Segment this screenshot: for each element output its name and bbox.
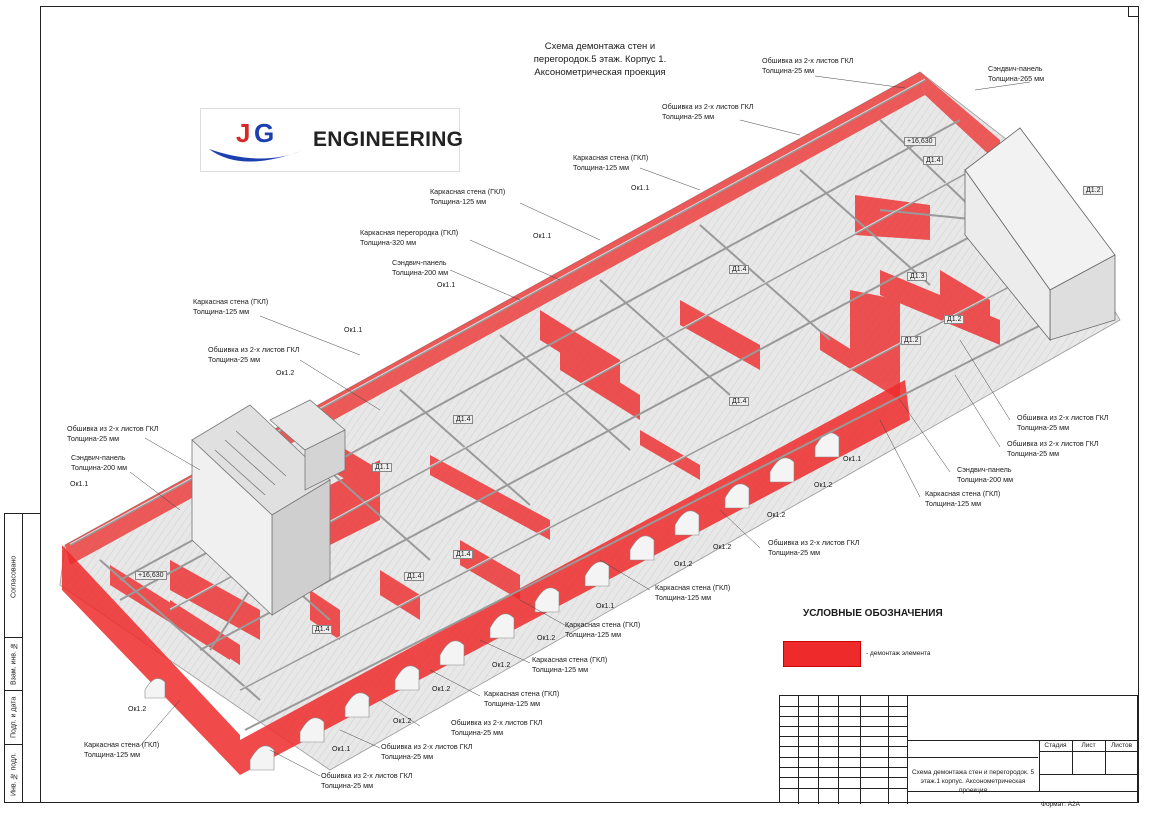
elevation-mark: +16,630 — [135, 571, 167, 580]
approval-sidebar: Согласовано Взам. инв. № Подп. и дата Ин… — [4, 513, 41, 803]
callout-6: Каркасная перегородка (ГКЛ)Толщина-320 м… — [360, 228, 459, 247]
tag-ok11: Ок1.1 — [70, 481, 89, 488]
elevation-mark: +16,630 — [904, 137, 936, 146]
title-line-1: Схема демонтажа стен и — [544, 41, 656, 52]
title-line-2: перегородок.5 этаж. Корпус 1. — [533, 54, 667, 65]
tag-d14: Д1.4 — [453, 550, 474, 559]
callout-5: Каркасная стена (ГКЛ)Толщина-125 мм — [430, 187, 506, 206]
tag-ok11: Ок1.1 — [843, 456, 862, 463]
logo-text: ENGINEERING — [313, 128, 464, 151]
logo-letter-j: J — [236, 118, 250, 148]
tag-ok12: Ок1.2 — [276, 370, 295, 377]
tag-ok12: Ок1.2 — [393, 718, 412, 725]
callout-24: Каркасная стена (ГКЛ)Толщина-125 мм — [84, 740, 160, 759]
tag-d14: Д1.4 — [312, 625, 333, 634]
stamp-stage-label: Стадия — [1044, 742, 1067, 749]
stair-core — [191, 399, 346, 616]
stamp-description: Схема демонтажа стен и перегородок. 5 эт… — [911, 769, 1035, 794]
callout-18: Каркасная стена (ГКЛ)Толщина-125 мм — [565, 620, 641, 639]
tag-ok11: Ок1.1 — [631, 185, 650, 192]
tag-d11: Д1.1 — [372, 463, 393, 472]
logo-letter-g: G — [254, 118, 274, 148]
tag-d13: Д1.3 — [907, 272, 928, 281]
drawing-title: Схема демонтажа стен и перегородок.5 эта… — [520, 40, 680, 79]
tag-d14: Д1.4 — [923, 156, 944, 165]
tag-ok11: Ок1.1 — [533, 233, 552, 240]
tag-ok12: Ок1.2 — [432, 686, 451, 693]
tag-d14: Д1.4 — [729, 265, 750, 274]
title-block: Стадия Лист Листов Схема демонтажа стен … — [779, 695, 1139, 804]
tag-ok11: Ок1.1 — [437, 282, 456, 289]
company-logo: J G ENGINEERING — [200, 108, 464, 172]
annex-building — [964, 127, 1116, 342]
title-line-3: Аксонометрическая проекция — [534, 67, 666, 78]
callout-20: Каркасная стена (ГКЛ)Толщина-125 мм — [484, 689, 560, 708]
sheet-corner-mark — [1128, 6, 1139, 17]
tag-ok12: Ок1.2 — [128, 706, 147, 713]
tag-ok11: Ок1.1 — [596, 603, 615, 610]
stamp-sheet-label: Лист — [1081, 742, 1096, 749]
sheet-frame — [40, 6, 1139, 803]
tag-d12: Д1.2 — [944, 315, 965, 324]
callout-4: Каркасная стена (ГКЛ)Толщина-125 мм — [573, 153, 649, 172]
tag-d12: Д1.2 — [901, 336, 922, 345]
tag-d12: Д1.2 — [1083, 186, 1104, 195]
tag-d14: Д1.4 — [453, 415, 474, 424]
tag-ok12: Ок1.2 — [537, 635, 556, 642]
red-wall-left-end — [62, 545, 240, 775]
callout-17: Каркасная стена (ГКЛ)Толщина-125 мм — [655, 583, 731, 602]
front-wall-openings — [144, 432, 840, 771]
legend-item-text: - демонтаж элемента — [866, 650, 931, 657]
tag-d14: Д1.4 — [404, 572, 425, 581]
callout-19: Каркасная стена (ГКЛ)Толщина-125 мм — [532, 655, 608, 674]
tag-d14: Д1.4 — [729, 397, 750, 406]
tag-ok12: Ок1.2 — [674, 561, 693, 568]
sheet-format: Формат: А2А — [1041, 801, 1080, 808]
logo-emblem: J G — [209, 118, 301, 162]
tag-ok12: Ок1.2 — [492, 662, 511, 669]
stamp-sheets-label: Листов — [1110, 742, 1133, 749]
callout-8: Каркасная стена (ГКЛ)Толщина-125 мм — [193, 297, 269, 316]
tag-ok11: Ок1.1 — [332, 746, 351, 753]
tag-ok12: Ок1.2 — [767, 512, 786, 519]
tag-ok11: Ок1.1 — [344, 327, 363, 334]
callout-15: Каркасная стена (ГКЛ)Толщина-125 мм — [925, 489, 1001, 508]
legend-title: УСЛОВНЫЕ ОБОЗНАЧЕНИЯ — [803, 608, 943, 619]
red-wall-right-rear — [920, 72, 1000, 165]
leader-lines — [129, 75, 1031, 777]
tag-ok12: Ок1.2 — [814, 482, 833, 489]
legend-swatch-demolition — [783, 641, 861, 667]
tag-ok12: Ок1.2 — [713, 544, 732, 551]
